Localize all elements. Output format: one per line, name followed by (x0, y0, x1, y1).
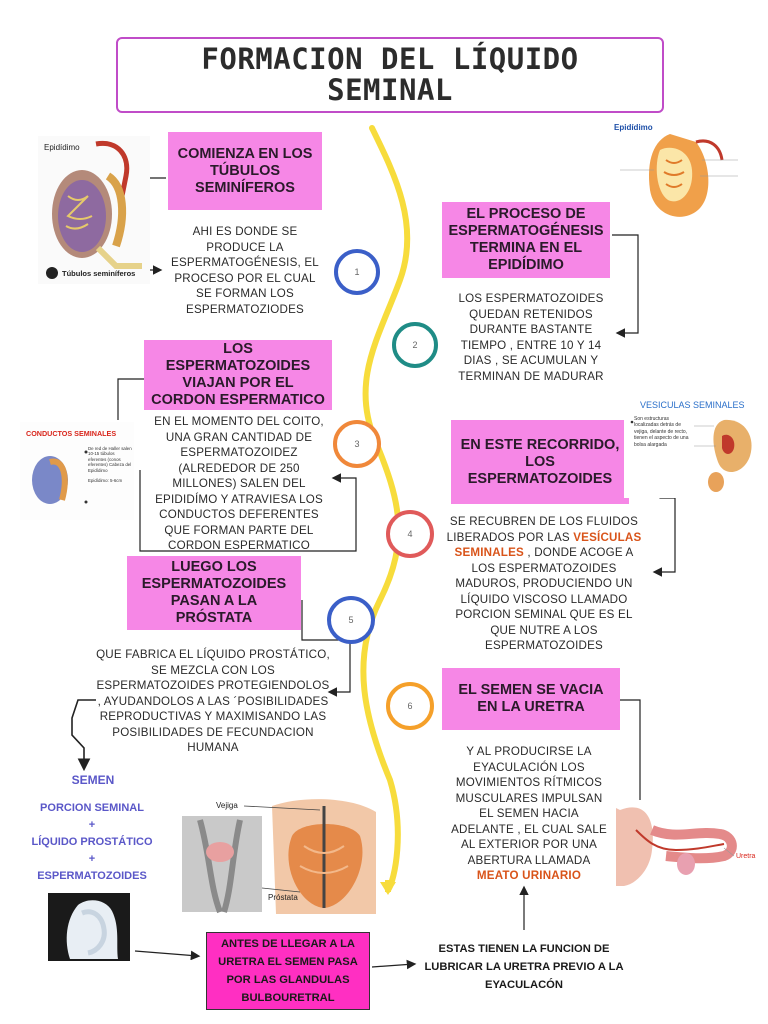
plus-sign: + (88, 819, 96, 831)
step-3-text: EN EL MOMENTO DEL COITO, UNA GRAN CANTID… (154, 415, 324, 552)
conductos-seminales-illustration: CONDUCTOS SEMINALES De red de Haller sal… (20, 422, 134, 520)
step-number: 1 (354, 267, 360, 277)
step-2-text: LOS ESPERMATOZOIDES QUEDAN RETENIDOS DUR… (458, 292, 604, 383)
connector-2 (612, 234, 639, 338)
title-box: FORMACION DEL LÍQUIDO SEMINAL (116, 37, 664, 113)
step-circle-6: 6 (386, 682, 434, 730)
uretra-illustration: Uretra (616, 800, 762, 888)
step-6-text: Y AL PRODUCIRSE LA EYACULACIÓN LOS MOVIM… (450, 744, 608, 884)
semen-composition: PORCION SEMINAL + LÍQUIDO PROSTÁTICO + E… (22, 800, 162, 885)
epididimo-label-left: Epidídimo (44, 143, 80, 152)
step-number: 6 (407, 701, 413, 711)
vesiculas-seminales-highlight: VESÍCULAS SEMINALES (454, 530, 642, 560)
step-4-text-before: SE RECUBREN DE LOS FLUIDOS LIBERADOS POR… (446, 515, 639, 544)
vesiculas-bullet: Son estructuras localizadas detrás de ve… (634, 416, 689, 448)
prostata-label: Próstata (268, 893, 298, 902)
semen-label: SEMEN (71, 773, 115, 787)
testis-illustration-left: Epidídimo Túbulos seminíferos (38, 136, 150, 284)
meato-urinario-highlight: MEATO URINARIO (476, 869, 582, 882)
uretra-label: Uretra (736, 853, 756, 860)
step-circle-5: 5 (327, 596, 375, 644)
yellow-wave-line (360, 125, 411, 893)
step-circle-2: 2 (392, 322, 438, 368)
plus-sign: + (88, 853, 96, 865)
step-5-text: QUE FABRICA EL LÍQUIDO PROSTÁTICO, SE ME… (96, 648, 330, 754)
connector-6 (617, 699, 641, 821)
step-5-heading: LUEGO LOS ESPERMATOZOIDES PASAN A LA PRÓ… (127, 556, 301, 630)
step-4-text: SE RECUBREN DE LOS FLUIDOS LIBERADOS POR… (444, 514, 644, 654)
conductos-bullet-2: Epidídimo: 5-6cm (88, 478, 123, 484)
step-6-text-body: Y AL PRODUCIRSE LA EYACULACIÓN LOS MOVIM… (451, 745, 607, 867)
arrow-box-to-text (371, 959, 417, 970)
page-title: FORMACION DEL LÍQUIDO SEMINAL (201, 42, 579, 107)
step-circle-4: 4 (386, 510, 434, 558)
step-3-heading: LOS ESPERMATOZOIDES VIAJAN POR EL CORDON… (144, 340, 332, 410)
step-1-text: AHI ES DONDE SE PRODUCE LA ESPERMATOGÉNE… (171, 225, 319, 316)
step-1-heading: COMIENZA EN LOS TÚBULOS SEMINÍFEROS (168, 132, 322, 210)
step-number: 4 (407, 529, 413, 539)
vejiga-label: Vejiga (216, 801, 238, 810)
step-number: 3 (354, 439, 360, 449)
step-4-heading: EN ESTE RECORRIDO, LOS ESPERMATOZOIDES (451, 420, 629, 504)
semen-photo (48, 893, 130, 961)
step-circle-1: 1 (334, 249, 380, 295)
bulbouretral-box: ANTES DE LLEGAR A LA URETRA EL SEMEN PAS… (206, 932, 370, 1010)
semen-part-2: LÍQUIDO PROSTÁTICO (31, 836, 153, 848)
conductos-title: CONDUCTOS SEMINALES (26, 429, 116, 438)
semen-part-3: ESPERMATOZOIDES (37, 870, 147, 882)
vesiculas-seminales-illustration: VESICULAS SEMINALES Son estructuras loca… (624, 396, 760, 498)
step-number: 5 (348, 615, 354, 625)
bulbouretral-function-text: ESTAS TIENEN LA FUNCION DE LUBRICAR LA U… (424, 943, 624, 991)
prostata-illustration: Vejiga Próstata (180, 796, 380, 914)
connector-3 (117, 378, 145, 420)
arrow-image-to-box (134, 950, 201, 961)
step-number: 2 (412, 340, 418, 350)
epididimo-label-right: Epidídimo (614, 123, 653, 132)
step-6-heading: EL SEMEN SE VACIA EN LA URETRA (442, 668, 620, 730)
conductos-bullet-1: De red de Haller salen 10-15 túbulos efe… (88, 446, 132, 473)
step-4-text-after: , DONDE ACOGE A LOS ESPERMATOZOIDES MADU… (455, 546, 634, 652)
step-2-heading: EL PROCESO DE ESPERMATOGÉNESIS TERMINA E… (442, 202, 610, 278)
tubulos-label: Túbulos seminíferos (62, 269, 135, 278)
step-circle-3: 3 (333, 420, 381, 468)
vesiculas-title: VESICULAS SEMINALES (640, 400, 745, 410)
epididimo-illustration-right: Epidídimo (610, 120, 750, 228)
semen-part-1: PORCION SEMINAL (40, 802, 144, 814)
